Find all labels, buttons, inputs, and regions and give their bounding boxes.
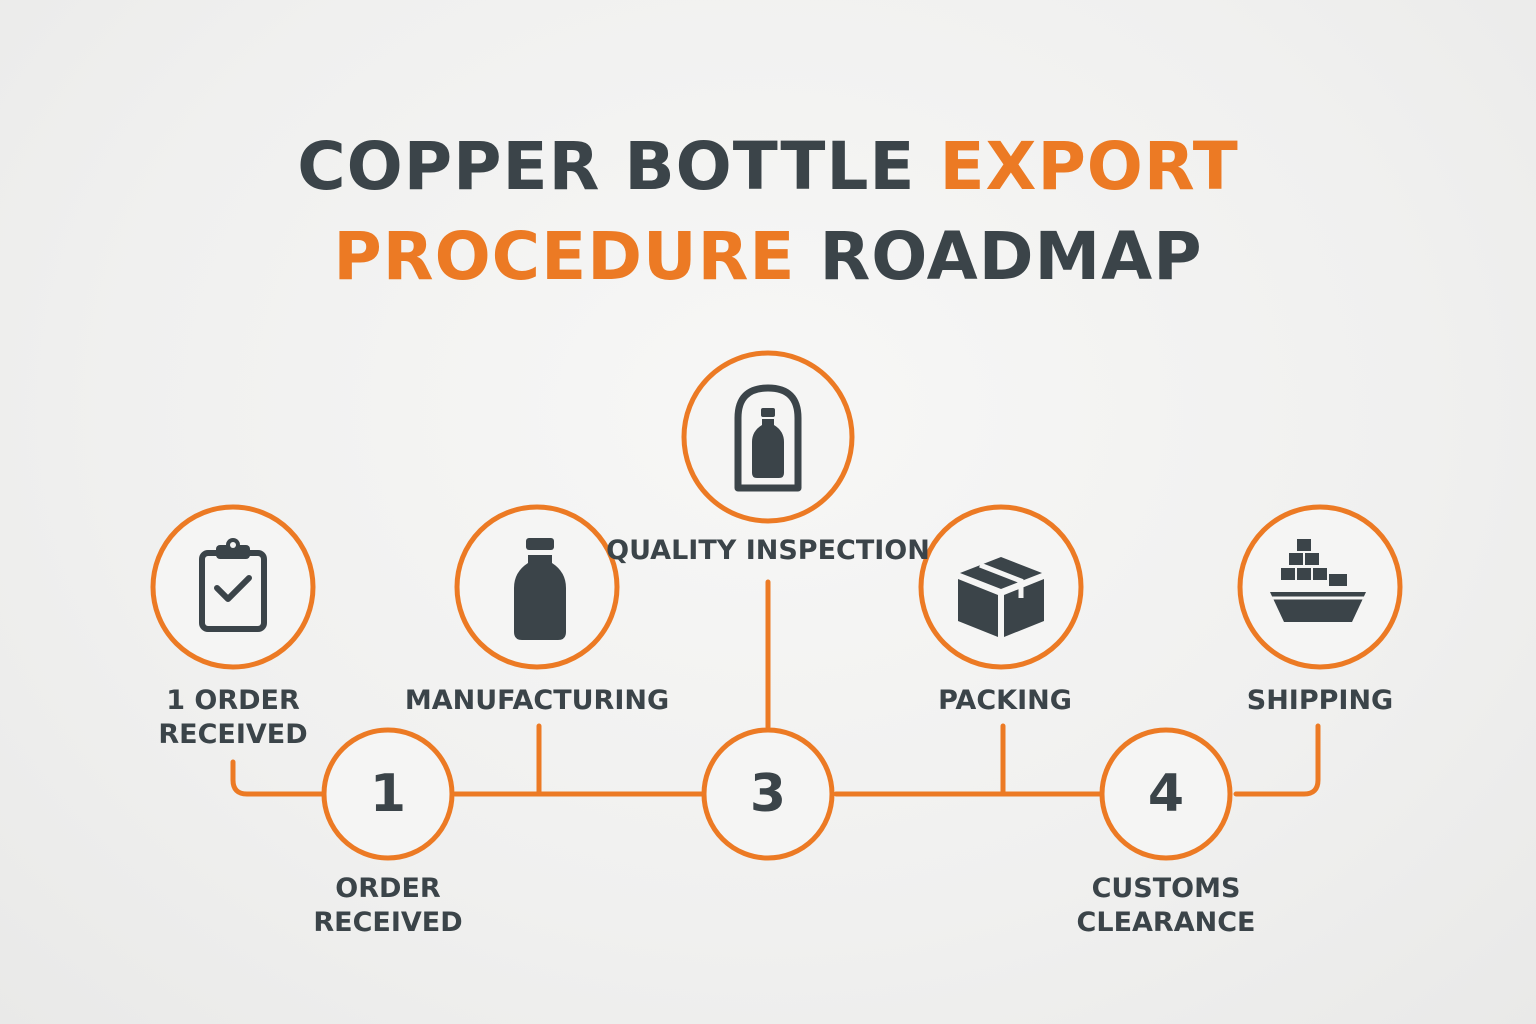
- cargo-ship-icon: [1270, 539, 1366, 622]
- step-label-quality-inspection: QUALITY INSPECTION: [606, 535, 930, 566]
- title-part-roadmap: ROADMAP: [795, 218, 1203, 295]
- milestone-label-customs-clearance: CUSTOMS CLEARANCE: [1076, 873, 1256, 938]
- milestone-number-3: 3: [749, 764, 787, 824]
- step-label-shipping: SHIPPING: [1246, 685, 1394, 716]
- title-line-2: PROCEDURE ROADMAP: [0, 224, 1536, 290]
- step-circle-shipping: [1237, 504, 1403, 670]
- milestone-circle-4: [1099, 727, 1233, 861]
- title-line-1: COPPER BOTTLE EXPORT: [0, 134, 1536, 200]
- title-part-copper-bottle: COPPER BOTTLE: [297, 128, 940, 205]
- bottle-inspection-icon: [734, 384, 802, 492]
- title-part-export: EXPORT: [939, 128, 1239, 205]
- milestone-number-4: 4: [1147, 764, 1185, 824]
- title-part-procedure: PROCEDURE: [333, 218, 796, 295]
- connector-shipping: [1233, 723, 1321, 797]
- milestone-circle-1: [321, 727, 455, 861]
- bottle-icon: [514, 538, 566, 640]
- step-circle-order-received: [150, 504, 316, 670]
- milestone-label-order-received: ORDER RECEIVED: [313, 873, 463, 938]
- step-label-manufacturing: MANUFACTURING: [404, 685, 670, 716]
- box-icon: [958, 557, 1044, 637]
- step-label-packing: PACKING: [938, 685, 1072, 716]
- step-label-order-received: 1 ORDER RECEIVED: [158, 685, 308, 750]
- clipboard-check-icon: [199, 538, 267, 632]
- milestone-circle-3: [701, 727, 835, 861]
- connector-order-received: [230, 759, 325, 797]
- milestone-number-1: 1: [369, 764, 407, 824]
